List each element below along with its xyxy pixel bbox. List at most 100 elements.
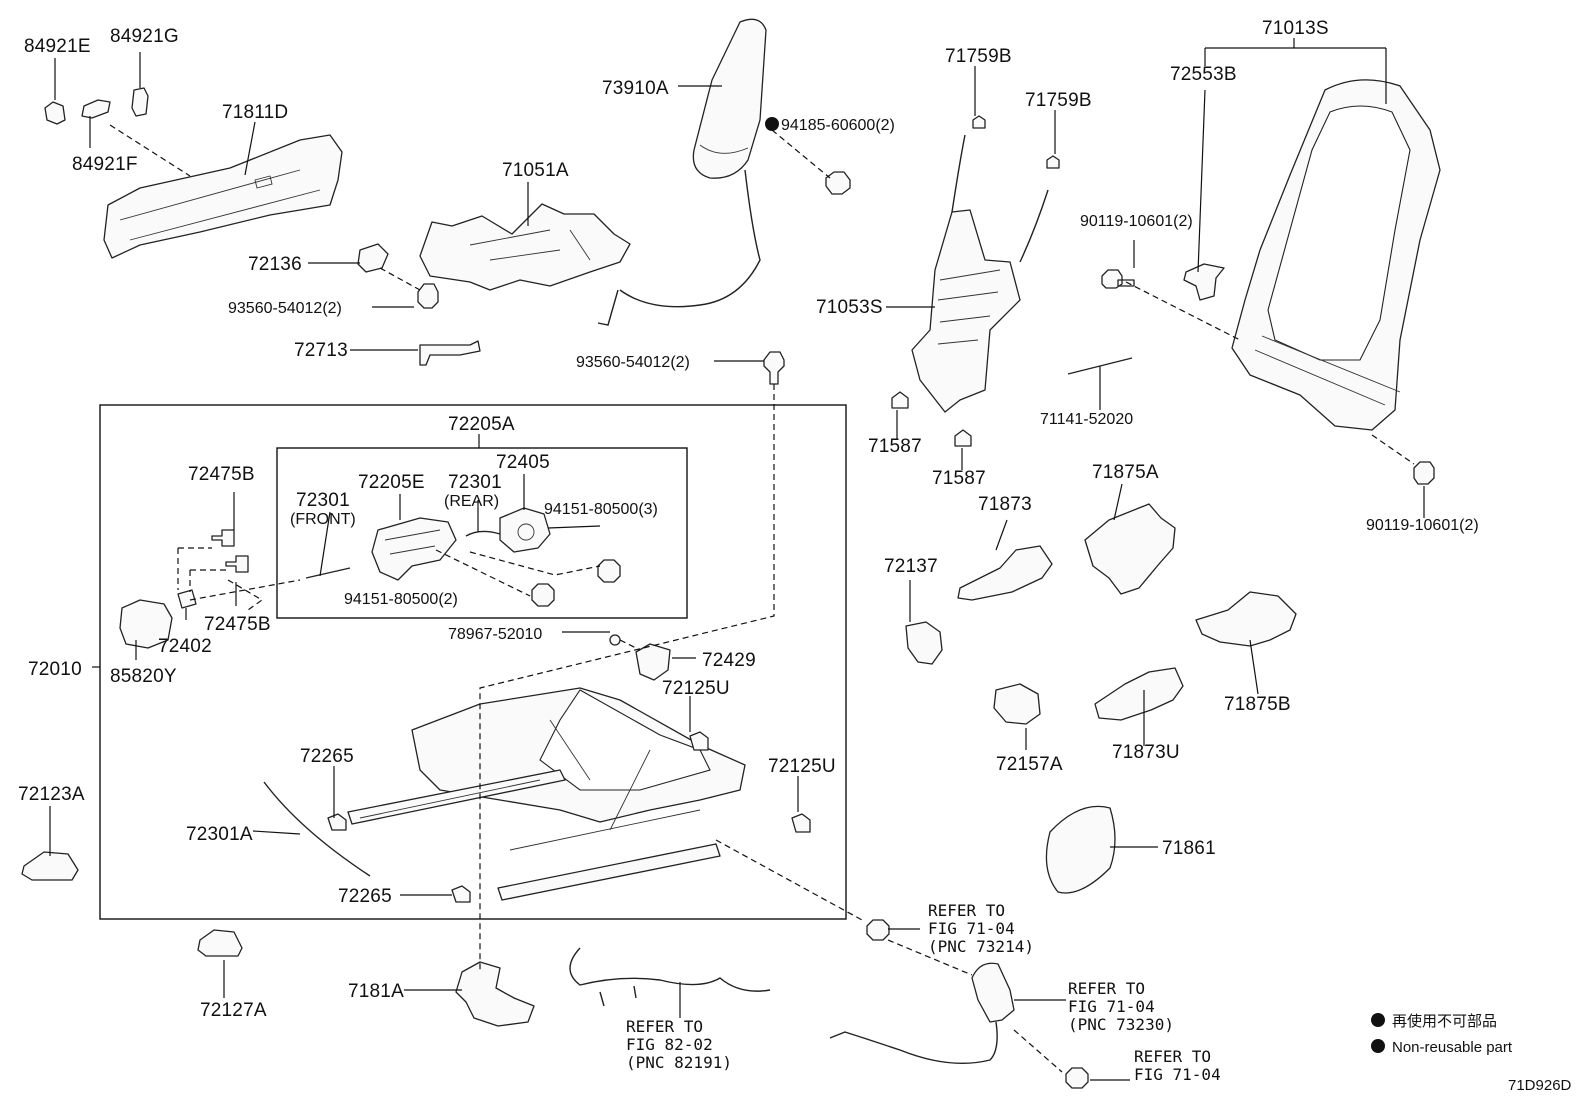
label-93560-center: 93560-54012(2) (576, 354, 690, 371)
label-71013S: 71013S (1262, 18, 1329, 39)
cover-72127A[interactable] (197, 929, 243, 957)
cable-72301-front[interactable] (305, 567, 351, 579)
refer-block-73230: REFER TO FIG 71-04 (PNC 73230) (1068, 979, 1174, 1034)
cover-71873[interactable] (957, 545, 1053, 601)
label-84921E: 84921E (24, 36, 91, 57)
label-72301A: 72301A (186, 824, 253, 845)
clip-71587-a[interactable] (891, 391, 909, 409)
label-85820Y: 85820Y (110, 666, 177, 687)
label-rear-note: (REAR) (444, 493, 499, 510)
bolt-90119-top[interactable] (1101, 269, 1135, 289)
motor-72405[interactable] (499, 507, 551, 553)
label-72205A: 72205A (448, 414, 515, 435)
clip-71587-b[interactable] (954, 429, 972, 447)
label-71873U: 71873U (1112, 742, 1180, 763)
label-71051A: 71051A (502, 160, 569, 181)
label-71861: 71861 (1162, 838, 1216, 859)
label-71873: 71873 (978, 494, 1032, 515)
label-71587-a: 71587 (868, 436, 922, 457)
label-71141: 71141-52020 (1040, 411, 1133, 428)
label-71587-b: 71587 (932, 468, 986, 489)
motor-72205E[interactable] (371, 517, 457, 581)
refer-block-fig-71-04: REFER TO FIG 71-04 (1134, 1047, 1221, 1084)
knob-84921F[interactable] (81, 99, 111, 119)
cover-71875A[interactable] (1084, 503, 1176, 595)
nut-94185[interactable] (825, 171, 851, 195)
svg-text:FIG 71-04: FIG 71-04 (1068, 997, 1155, 1016)
label-front-note: (FRONT) (290, 511, 356, 528)
cover-72123A[interactable] (21, 851, 79, 881)
label-71875B: 71875B (1224, 694, 1291, 715)
screw-72475B-b[interactable] (225, 555, 249, 573)
cover-72137[interactable] (905, 621, 943, 665)
label-72405: 72405 (496, 452, 550, 473)
figure-id: 71D926D (1508, 1077, 1572, 1094)
lumbar-plate-71053S[interactable] (911, 209, 1021, 413)
lumbar-71051A[interactable] (419, 203, 631, 291)
label-94151-b: 94151-80500(2) (344, 591, 458, 608)
cover-71875B[interactable] (1195, 591, 1297, 647)
clip-72125U-b[interactable] (791, 813, 811, 833)
clip-72265-a[interactable] (327, 813, 347, 831)
motor-85820Y[interactable] (119, 599, 173, 649)
label-72125U-a: 72125U (662, 678, 730, 699)
seat-rail-left[interactable] (347, 769, 566, 825)
switch-72429[interactable] (635, 643, 671, 681)
screw-93560-left[interactable] (417, 283, 439, 309)
bracket-7181A[interactable] (455, 961, 535, 1027)
nut-fig-71-04[interactable] (1065, 1067, 1089, 1089)
nut-94151-a[interactable] (597, 559, 621, 583)
nut-73214[interactable] (866, 919, 890, 941)
seat-shield-71811D[interactable] (103, 134, 343, 259)
seat-rail-right[interactable] (497, 843, 721, 901)
label-72475B-a: 72475B (188, 464, 255, 485)
cover-71861[interactable] (1045, 805, 1116, 894)
airbag-73910A[interactable] (692, 18, 767, 179)
cover-72157A[interactable] (993, 683, 1041, 725)
legend-bullet-jp (1371, 1013, 1385, 1027)
link-72402[interactable] (177, 589, 197, 609)
svg-text:FIG 71-04: FIG 71-04 (1134, 1065, 1221, 1084)
clip-71759B-b[interactable] (1046, 155, 1060, 169)
label-93560-left: 93560-54012(2) (228, 300, 342, 317)
clip-72136[interactable] (357, 243, 389, 273)
bracket-72553B[interactable] (1183, 263, 1225, 301)
label-72136: 72136 (248, 254, 302, 275)
grommet-78967[interactable] (609, 634, 621, 646)
label-78967: 78967-52010 (448, 626, 542, 643)
cover-71873U[interactable] (1094, 667, 1184, 721)
label-84921F: 84921F (72, 154, 138, 175)
bolt-90119-bottom[interactable] (1413, 461, 1435, 485)
clip-72265-b[interactable] (451, 885, 471, 903)
knob-84921E[interactable] (44, 101, 66, 125)
pin-72713[interactable] (419, 340, 481, 366)
svg-text:REFER TO: REFER TO (1068, 979, 1145, 998)
label-72137: 72137 (884, 556, 938, 577)
label-72301-rear: 72301 (448, 472, 502, 493)
cable-72301-rear[interactable] (465, 530, 501, 537)
label-72157A: 72157A (996, 754, 1063, 775)
nut-94151-b[interactable] (531, 583, 555, 607)
buckle-73230[interactable] (971, 962, 1015, 1023)
label-7181A: 7181A (348, 981, 404, 1002)
svg-text:(PNC 73230): (PNC 73230) (1068, 1015, 1174, 1034)
label-72402: 72402 (158, 636, 212, 657)
legend-en: Non-reusable part (1392, 1039, 1513, 1056)
knob-84921G[interactable] (131, 87, 149, 117)
svg-text:REFER TO: REFER TO (928, 901, 1005, 920)
cable-72301A[interactable] (263, 781, 371, 877)
label-72127A: 72127A (200, 1000, 267, 1021)
label-94151-a: 94151-80500(3) (544, 501, 658, 518)
label-71759B-a: 71759B (945, 46, 1012, 67)
clip-71759B-a[interactable] (972, 115, 986, 129)
screw-93560-center[interactable] (763, 351, 785, 385)
clip-72125U-a[interactable] (689, 731, 709, 751)
label-90119-top: 90119-10601(2) (1080, 213, 1193, 230)
refer-block-82191: REFER TO FIG 82-02 (PNC 82191) (626, 1017, 732, 1072)
screw-72475B-a[interactable] (211, 529, 235, 547)
harness-73230[interactable] (829, 1021, 998, 1064)
label-90119-bottom: 90119-10601(2) (1366, 517, 1479, 534)
seat-track-assembly-box (99, 404, 847, 920)
harness-82191[interactable] (569, 947, 771, 1007)
label-71875A: 71875A (1092, 462, 1159, 483)
